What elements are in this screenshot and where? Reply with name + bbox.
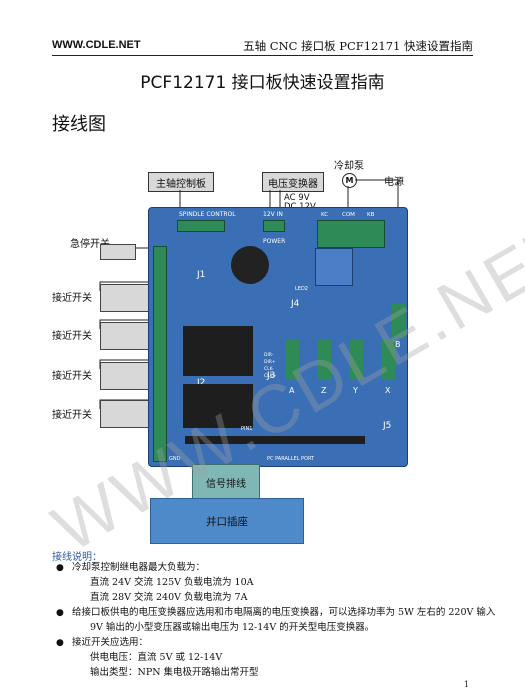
note-text: 供电电压：直流 5V 或 12-14V xyxy=(90,652,223,663)
axis-y-label: Y xyxy=(353,386,358,395)
note-text: 冷却泵控制继电器最大负载为： xyxy=(72,562,206,573)
ic-block-1 xyxy=(183,326,253,376)
note-text: 给接口板供电的电压变换器应选用和市电隔离的电压变换器，可以选择功率为 5W 左右… xyxy=(72,607,496,618)
pin-clk-plus: CLK+ xyxy=(264,374,277,379)
bullet-icon: ● xyxy=(56,608,64,618)
spindle-control-box: 主轴控制板 xyxy=(148,172,214,192)
parallel-socket: 并口插座 xyxy=(150,498,304,544)
parallel-port-label: PC PARALLEL PORT xyxy=(267,456,315,462)
note-line: ● 接近开关应选用： xyxy=(56,635,495,650)
input-terminal-strip xyxy=(153,246,167,462)
relay-com: COM xyxy=(342,212,355,218)
page-title: PCF12171 接口板快速设置指南 xyxy=(140,73,385,93)
coolant-pump-label: 冷却泵 xyxy=(334,161,364,172)
relay-kc: KC xyxy=(321,212,329,218)
note-text: 直流 24V 交流 125V 负载电流为 10A xyxy=(90,577,254,588)
relay-terminal xyxy=(317,220,385,248)
conn-j5: J5 xyxy=(383,421,392,431)
note-text: 输出类型：NPN 集电极开路输出常开型 xyxy=(90,667,259,678)
header-site: WWW.CDLE.NET xyxy=(52,39,141,51)
pin-dir-minus: DIR- xyxy=(264,353,274,358)
board-spindle-label: SPINDLE CONTROL xyxy=(179,211,236,218)
pin-clk-minus: CLK- xyxy=(264,367,274,372)
proximity-label-1: 接近开关 xyxy=(52,293,92,304)
ac-label: AC 9V xyxy=(284,193,310,203)
led-label: LED2 xyxy=(295,286,308,292)
estop-label: 急停开关 xyxy=(70,239,110,250)
signal-cable: 信号排线 xyxy=(192,464,260,500)
proximity-switch-3-icon xyxy=(100,362,152,390)
axis-y-terminal xyxy=(349,340,363,380)
note-line: ● 给接口板供电的电压变换器应选用和市电隔离的电压变换器，可以选择功率为 5W 左… xyxy=(56,605,495,620)
axis-a-label: A xyxy=(289,386,295,395)
note-text: 接近开关应选用： xyxy=(72,637,149,648)
ic-block-2 xyxy=(183,384,253,428)
axis-x-label: X xyxy=(385,386,391,395)
voltage-converter-box: 电压变换器 xyxy=(262,172,324,192)
conn-j1: J1 xyxy=(197,270,206,280)
gnd-label: GND xyxy=(169,456,181,462)
notes-list: ● 冷却泵控制继电器最大负载为： 直流 24V 交流 125V 负载电流为 10A 直… xyxy=(56,560,495,680)
bullet-icon: ● xyxy=(56,563,64,573)
axis-a-terminal xyxy=(285,340,299,380)
proximity-switch-2-icon xyxy=(100,322,152,350)
pin-dir-plus: DIR+ xyxy=(264,360,276,365)
parallel-header xyxy=(185,436,365,444)
proximity-label-2: 接近开关 xyxy=(52,331,92,342)
conn-j4: J4 xyxy=(291,299,300,309)
board-power-in-label: 12V IN xyxy=(263,211,283,218)
estop-switch-icon xyxy=(100,244,136,260)
pin1-label: PIN1 xyxy=(241,426,253,432)
note-line: ● 冷却泵控制继电器最大负载为： xyxy=(56,560,495,575)
relay-kb: KB xyxy=(367,212,375,218)
note-line: 直流 24V 交流 125V 负载电流为 10A xyxy=(56,575,495,590)
header-divider xyxy=(52,55,473,56)
note-line: 供电电压：直流 5V 或 12-14V xyxy=(56,650,495,665)
note-text: 直流 28V 交流 240V 负载电流为 7A xyxy=(90,592,248,603)
axis-b-terminal xyxy=(391,304,405,338)
axis-x-terminal xyxy=(381,340,395,380)
notes-title: 接线说明： xyxy=(52,552,102,563)
page-number: 1 xyxy=(463,680,469,689)
power-label: 电源 xyxy=(384,177,404,188)
note-line: 直流 28V 交流 240V 负载电流为 7A xyxy=(56,590,495,605)
axis-b-label: B xyxy=(395,340,401,349)
conn-j2: J2 xyxy=(197,378,206,388)
header-doc-title: 五轴 CNC 接口板 PCF12171 快速设置指南 xyxy=(243,39,473,53)
axis-z-terminal xyxy=(317,340,331,380)
note-text: 9V 输出的小型变压器或输出电压为 12-14V 的开关型电压变换器。 xyxy=(90,622,375,633)
relay-block xyxy=(315,248,353,286)
power-terminal xyxy=(263,220,285,232)
bullet-icon: ● xyxy=(56,638,64,648)
conn-j3: J3 xyxy=(267,371,276,381)
proximity-switch-4-icon xyxy=(100,400,152,428)
note-line: 9V 输出的小型变压器或输出电压为 12-14V 的开关型电压变换器。 xyxy=(56,620,495,635)
buzzer-icon xyxy=(231,246,269,284)
board-power-label: POWER xyxy=(263,238,286,245)
proximity-label-3: 接近开关 xyxy=(52,371,92,382)
section-title: 接线图 xyxy=(52,114,106,135)
note-line: 输出类型：NPN 集电极开路输出常开型 xyxy=(56,665,495,680)
interface-board: SPINDLE CONTROL 12V IN POWER KC COM KB J… xyxy=(148,207,408,467)
proximity-label-4: 接近开关 xyxy=(52,410,92,421)
spindle-terminal xyxy=(177,220,225,232)
axis-z-label: Z xyxy=(321,386,327,395)
proximity-switch-1-icon xyxy=(100,284,152,312)
